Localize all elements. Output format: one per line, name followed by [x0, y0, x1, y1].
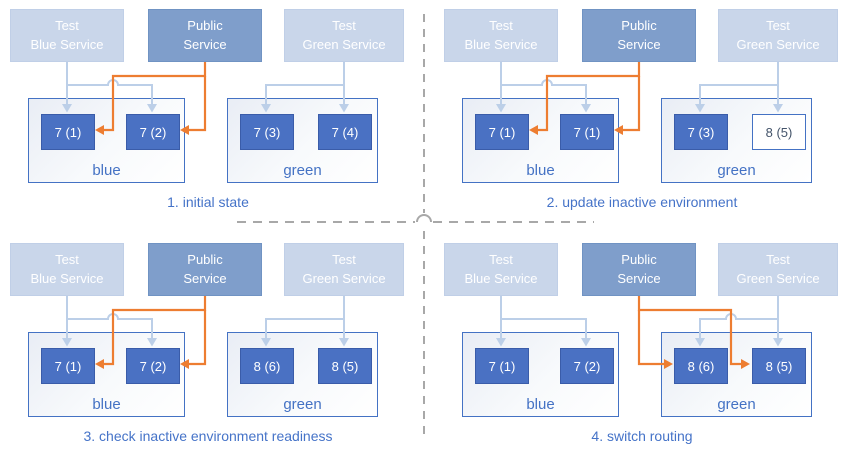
- test-blue-service-box: Test Blue Service: [10, 243, 124, 296]
- green-environment-box: 7 (3) 7 (4) green: [227, 98, 378, 183]
- blue-pod-1: 7 (1): [475, 114, 529, 150]
- public-service-box: Public Service: [582, 9, 696, 62]
- service-name-line: Green Service: [302, 36, 386, 52]
- green-environment-label: green: [283, 162, 322, 179]
- service-name-line: Service: [617, 270, 661, 286]
- service-name-line: Service: [183, 270, 227, 286]
- green-environment-box: 7 (3) 8 (5) green: [661, 98, 812, 183]
- blue-pod-2: 7 (2): [126, 114, 180, 150]
- blue-environment-box: 7 (1) 7 (2) blue: [28, 332, 185, 417]
- blue-pod-1: 7 (1): [41, 348, 95, 384]
- test-blue-service-box: Test Blue Service: [10, 9, 124, 62]
- green-environment-box: 8 (6) 8 (5) green: [661, 332, 812, 417]
- service-name-line: Public: [187, 18, 223, 34]
- test-blue-service-box: Test Blue Service: [444, 243, 558, 296]
- panel-3-check-inactive-environment-readiness: Test Blue Service Public Service Test Gr…: [6, 238, 410, 456]
- panel-caption: 4. switch routing: [591, 428, 693, 444]
- blue-pod-1: 7 (1): [475, 348, 529, 384]
- green-pod-2: 8 (5): [752, 348, 806, 384]
- test-green-service-box: Test Green Service: [718, 9, 838, 62]
- service-name-line: Blue Service: [30, 270, 104, 286]
- green-environment-label: green: [717, 162, 756, 179]
- service-name-line: Public: [621, 18, 657, 34]
- blue-pod-1: 7 (1): [41, 114, 95, 150]
- green-pod-2: 8 (5): [318, 348, 372, 384]
- blue-environment-label: blue: [92, 162, 121, 179]
- service-name-line: Service: [617, 36, 661, 52]
- service-name-line: Blue Service: [30, 36, 104, 52]
- public-service-box: Public Service: [148, 243, 262, 296]
- green-environment-label: green: [283, 396, 322, 413]
- blue-environment-box: 7 (1) 7 (2) blue: [462, 332, 619, 417]
- blue-pod-2: 7 (2): [126, 348, 180, 384]
- service-name-line: Service: [183, 36, 227, 52]
- panel-2-update-inactive-environment: Test Blue Service Public Service Test Gr…: [440, 4, 844, 222]
- green-environment-label: green: [717, 396, 756, 413]
- green-pod-1: 8 (6): [674, 348, 728, 384]
- blue-environment-label: blue: [526, 396, 555, 413]
- service-name-line: Test: [489, 252, 513, 268]
- service-name-line: Green Service: [736, 36, 820, 52]
- divider-crossing-hop: [416, 214, 432, 223]
- service-name-line: Green Service: [302, 270, 386, 286]
- blue-pod-2: 7 (1): [560, 114, 614, 150]
- test-green-service-box: Test Green Service: [718, 243, 838, 296]
- service-name-line: Green Service: [736, 270, 820, 286]
- service-name-line: Blue Service: [464, 36, 538, 52]
- service-name-line: Public: [187, 252, 223, 268]
- public-service-box: Public Service: [148, 9, 262, 62]
- service-name-line: Test: [55, 18, 79, 34]
- blue-environment-label: blue: [92, 396, 121, 413]
- test-green-service-box: Test Green Service: [284, 243, 404, 296]
- service-name-line: Test: [55, 252, 79, 268]
- green-pod-1: 8 (6): [240, 348, 294, 384]
- green-pod-1: 7 (3): [674, 114, 728, 150]
- green-environment-box: 8 (6) 8 (5) green: [227, 332, 378, 417]
- blue-environment-box: 7 (1) 7 (1) blue: [462, 98, 619, 183]
- panel-1-initial-state: Test Blue Service Public Service Test Gr…: [6, 4, 410, 222]
- green-pod-2: 7 (4): [318, 114, 372, 150]
- service-name-line: Test: [766, 252, 790, 268]
- public-service-box: Public Service: [582, 243, 696, 296]
- blue-environment-box: 7 (1) 7 (2) blue: [28, 98, 185, 183]
- blue-pod-2: 7 (2): [560, 348, 614, 384]
- panel-4-switch-routing: Test Blue Service Public Service Test Gr…: [440, 238, 844, 456]
- test-blue-service-box: Test Blue Service: [444, 9, 558, 62]
- panel-caption: 2. update inactive environment: [546, 194, 738, 210]
- service-name-line: Blue Service: [464, 270, 538, 286]
- panel-caption: 1. initial state: [167, 194, 249, 210]
- blue-environment-label: blue: [526, 162, 555, 179]
- test-green-service-box: Test Green Service: [284, 9, 404, 62]
- service-name-line: Public: [621, 252, 657, 268]
- green-pod-2-starting: 8 (5): [752, 114, 806, 150]
- service-name-line: Test: [766, 18, 790, 34]
- service-name-line: Test: [332, 252, 356, 268]
- service-name-line: Test: [489, 18, 513, 34]
- panel-caption: 3. check inactive environment readiness: [83, 428, 333, 444]
- green-pod-1: 7 (3): [240, 114, 294, 150]
- service-name-line: Test: [332, 18, 356, 34]
